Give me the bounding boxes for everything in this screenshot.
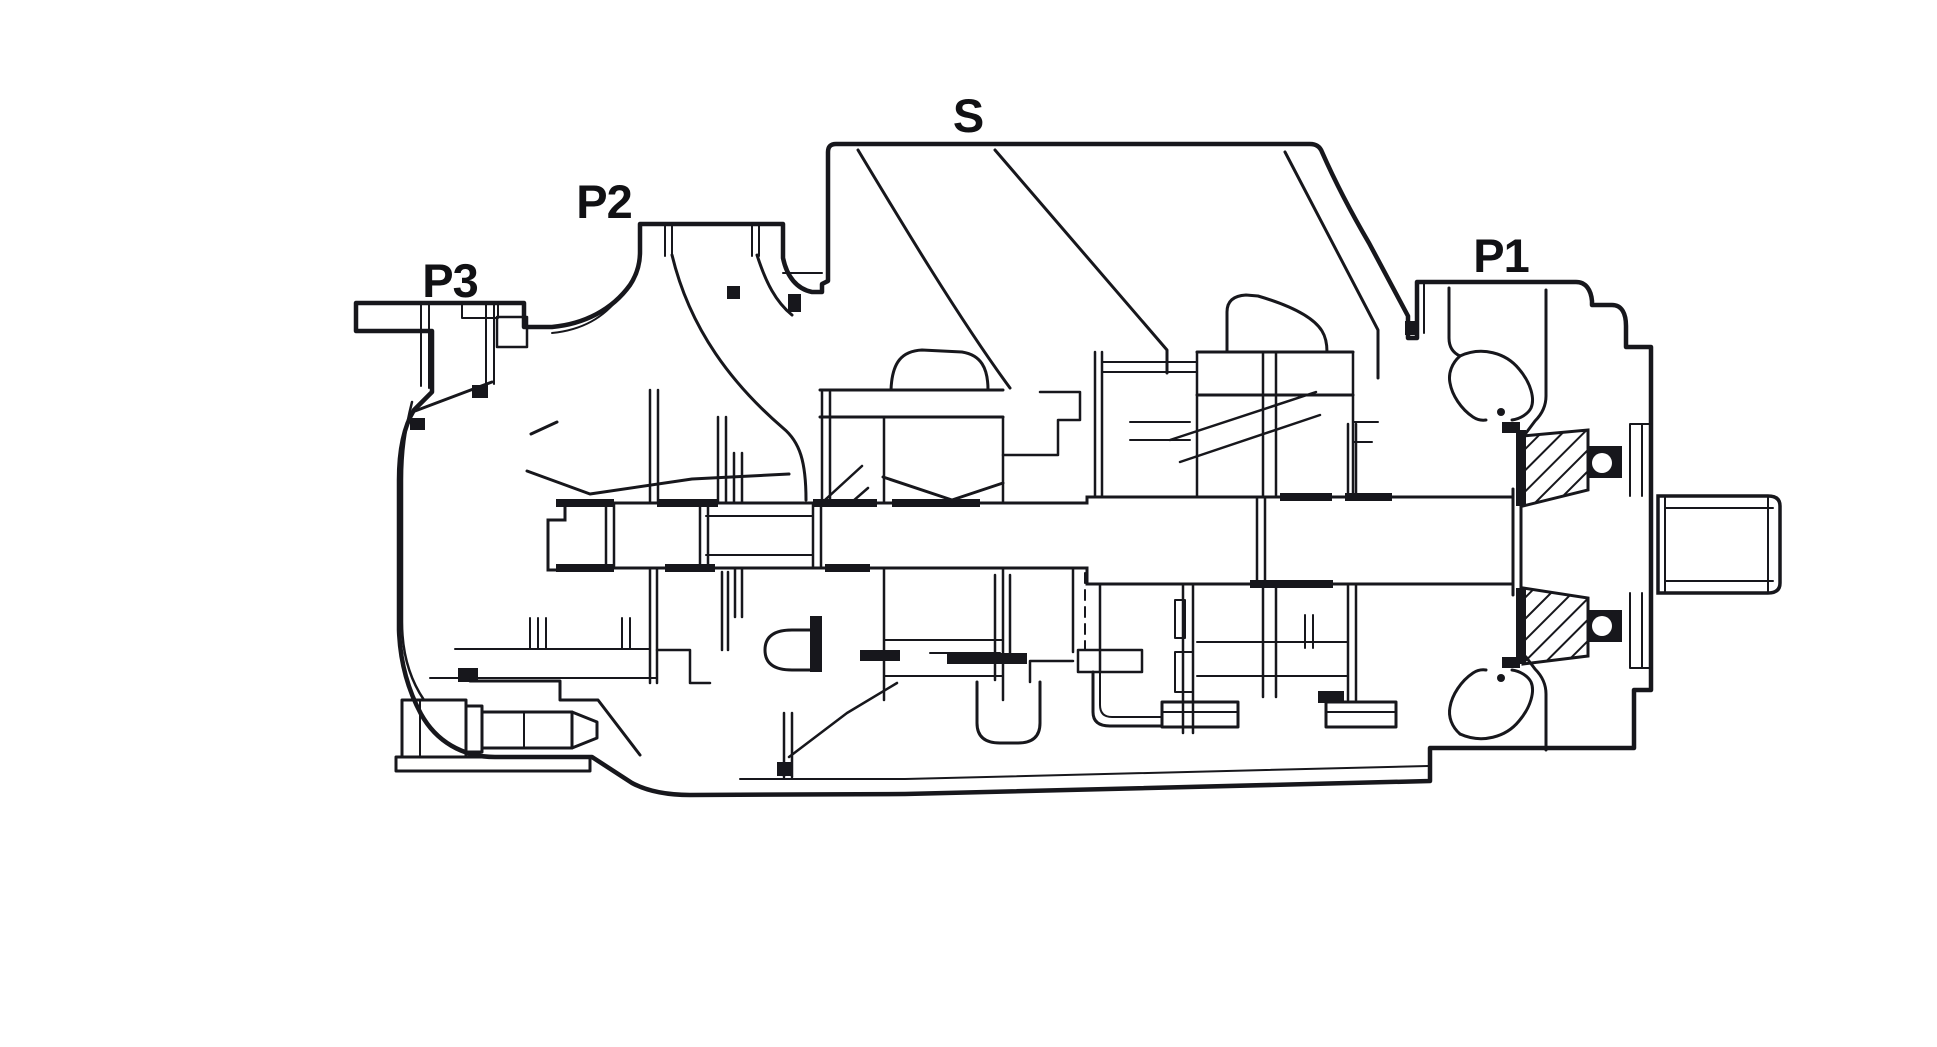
mounting-bolt — [394, 698, 599, 773]
suction-port-passages — [856, 148, 1380, 457]
label-outlet-port-p2: P2 — [576, 175, 632, 228]
label-suction-port-s: S — [953, 89, 983, 142]
shaft-coupling-stub — [1656, 494, 1782, 595]
end-cover-and-stage-p3 — [400, 302, 791, 702]
drive-shaft — [546, 493, 1515, 588]
label-outlet-port-p3: P3 — [422, 254, 478, 307]
port-p1-passages — [1405, 282, 1548, 752]
stage-p1-cartridge — [1168, 293, 1379, 735]
bearing-hatch-upper — [1521, 428, 1590, 508]
port-labels: S P2 P3 P1 — [422, 89, 1530, 307]
casing-bottom-details — [468, 616, 1429, 780]
stage-p2-cartridge — [788, 348, 1027, 702]
label-outlet-port-p1: P1 — [1473, 229, 1529, 282]
bearing-assembly — [1511, 423, 1652, 669]
bearing-hatch-lower — [1521, 586, 1590, 666]
port-p2-passages — [664, 225, 823, 502]
